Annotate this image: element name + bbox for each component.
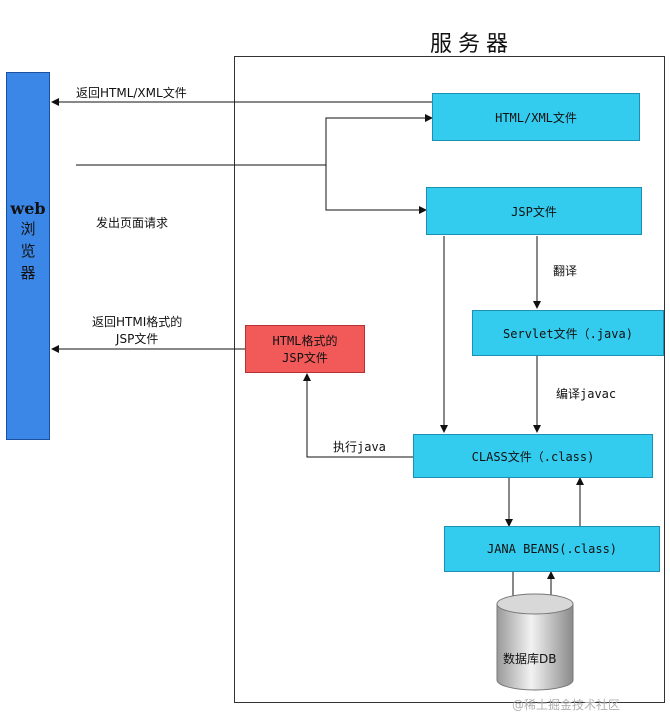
edge-request-to-jsp [325,165,427,214]
web-browser-node: web 浏览器 [6,72,50,440]
html-xml-file-node: HTML/XML文件 [432,93,640,141]
label-return-htmi: 返回HTMI格式的 JSP文件 [92,313,182,347]
class-file-node: CLASS文件（.class) [413,434,653,478]
edge-execute [303,373,413,458]
database-label: 数据库DB [503,652,557,666]
database-cylinder [496,593,574,691]
servlet-file-node: Servlet文件（.java) [472,310,664,356]
html-format-jsp-line2: JSP文件 [282,351,328,365]
html-format-jsp-node: HTML格式的 JSP文件 [245,325,365,373]
label-send-request: 发出页面请求 [96,216,169,230]
browser-label-cn: 浏览器 [20,220,36,282]
label-compile: 编译javac [556,387,617,401]
html-format-jsp-line1: HTML格式的 [272,334,338,348]
browser-label-en: web [10,199,46,218]
java-beans-node: JANA BEANS(.class) [444,526,660,572]
jsp-file-node: JSP文件 [426,187,642,235]
label-execute: 执行java [333,440,386,454]
watermark: @稀土掘金技术社区 [512,698,621,712]
server-title: 服务器 [429,32,514,57]
label-translate: 翻译 [553,264,578,278]
label-return-htmi-line1: 返回HTMI格式的 [92,315,183,329]
label-return-htmi-line2: JSP文件 [115,332,159,346]
label-return-html-xml: 返回HTML/XML文件 [76,86,187,100]
edge-request-to-html [325,114,433,165]
server-frame [234,56,665,703]
